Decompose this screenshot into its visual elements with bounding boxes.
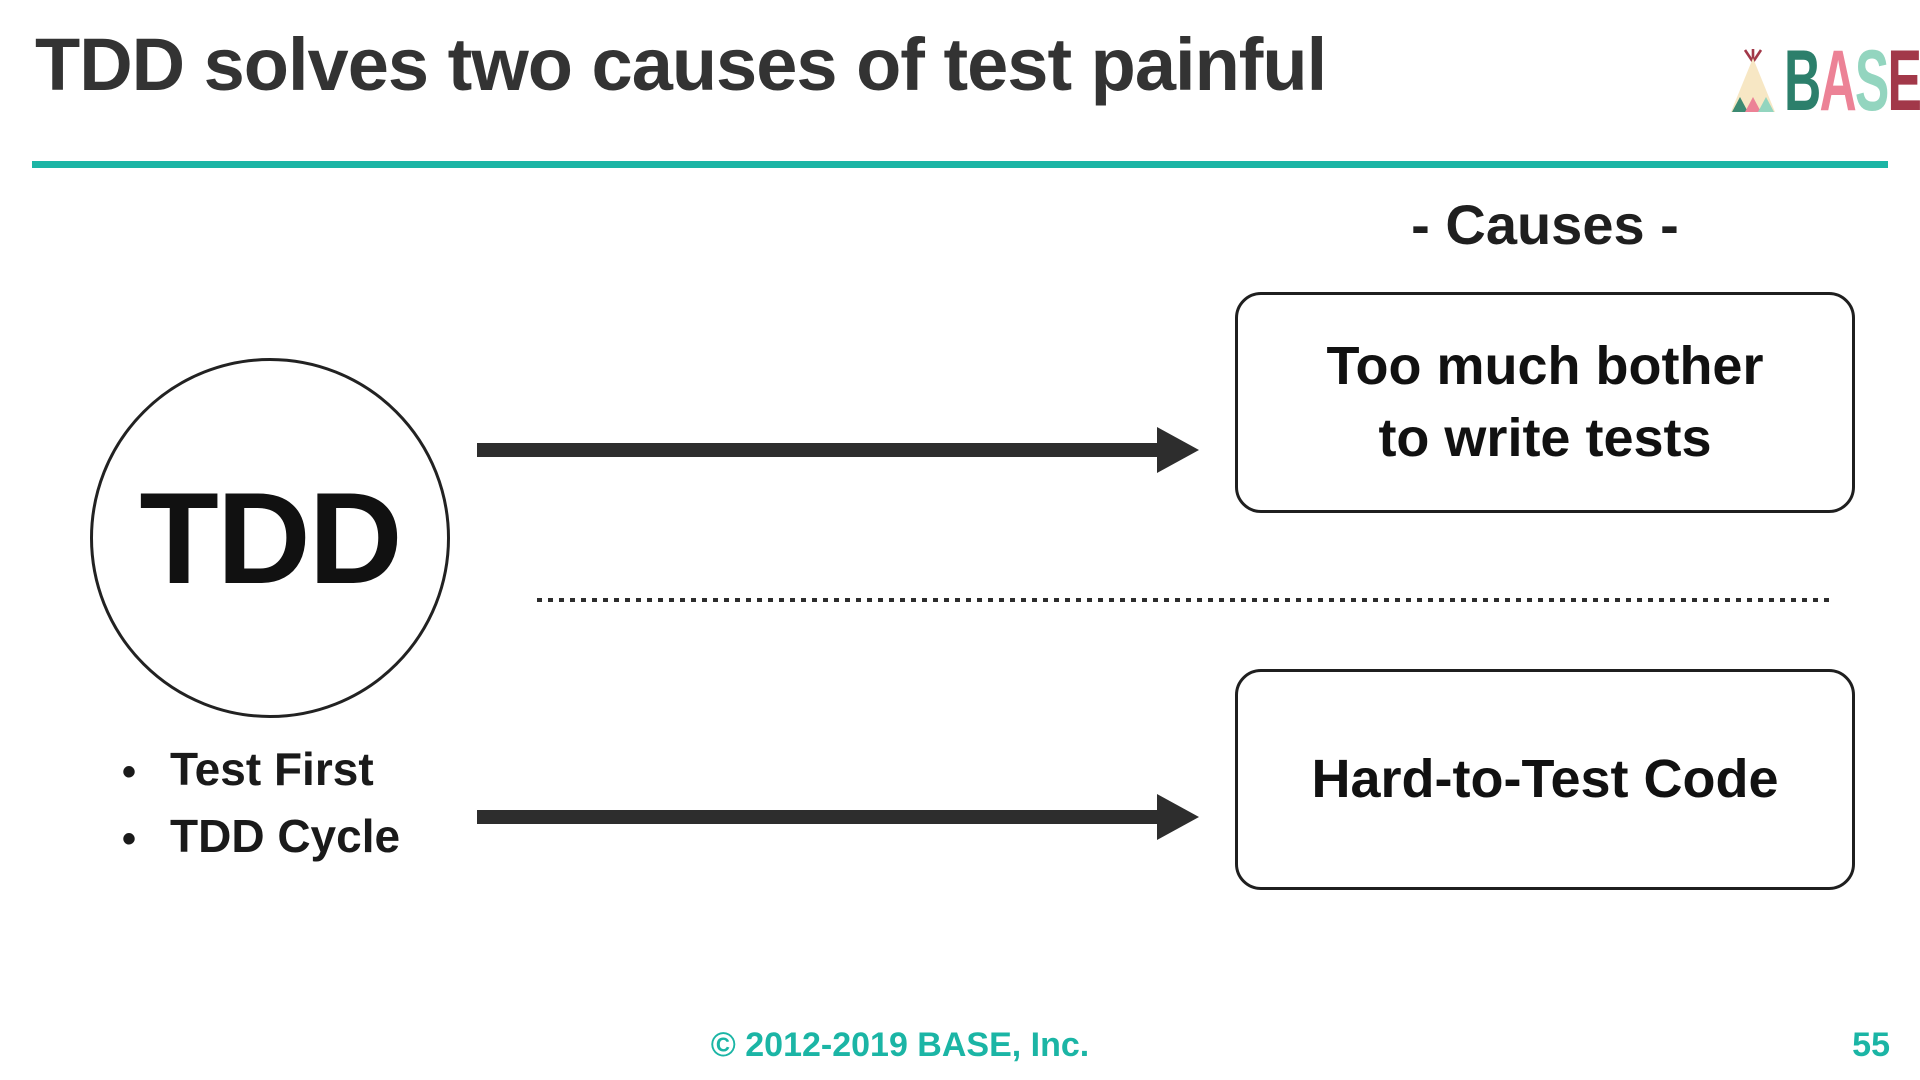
tdd-circle-label: TDD [139,465,402,611]
bullet-label: Test First [170,743,374,795]
causes-heading: - Causes - [1411,193,1679,256]
bullet-label: TDD Cycle [170,810,401,862]
cause-box-line: Hard-to-Test Code [1311,748,1779,809]
footer-copyright: © 2012-2019 BASE, Inc. [710,1026,1090,1064]
cause-box-line: Too much bother [1326,336,1764,397]
arrow-head-icon [1157,427,1199,473]
base-wordmark: BASE [1784,38,1920,124]
tdd-circle: TDD [90,358,450,718]
page-number: 55 [1852,1026,1890,1064]
bullet-item-tdd-cycle: • TDD Cycle [122,809,400,863]
bullet-marker: • [122,817,137,861]
brand-logo: BASE [1729,38,1920,124]
arrow-shaft [477,443,1159,457]
cause-box-hard-to-test: Hard-to-Test Code [1235,669,1855,890]
wordmark-letter: A [1819,32,1856,129]
cause-box-line: to write tests [1378,407,1712,468]
wordmark-letter: E [1887,32,1920,129]
bullet-item-test-first: • Test First [122,742,400,796]
slide-title: TDD solves two causes of test painful [35,23,1327,106]
arrow-bottom [477,794,1201,840]
wordmark-letter: B [1784,32,1821,129]
cause-box-too-much-bother: Too much bother to write tests [1235,292,1855,513]
teepee-icon [1729,48,1777,114]
bullet-list: • Test First • TDD Cycle [122,742,400,876]
dashed-divider [537,598,1829,602]
arrow-top [477,427,1201,473]
wordmark-letter: S [1854,32,1889,129]
bullet-marker: • [122,750,137,794]
title-divider [32,161,1888,168]
arrow-head-icon [1157,794,1199,840]
arrow-shaft [477,810,1159,824]
